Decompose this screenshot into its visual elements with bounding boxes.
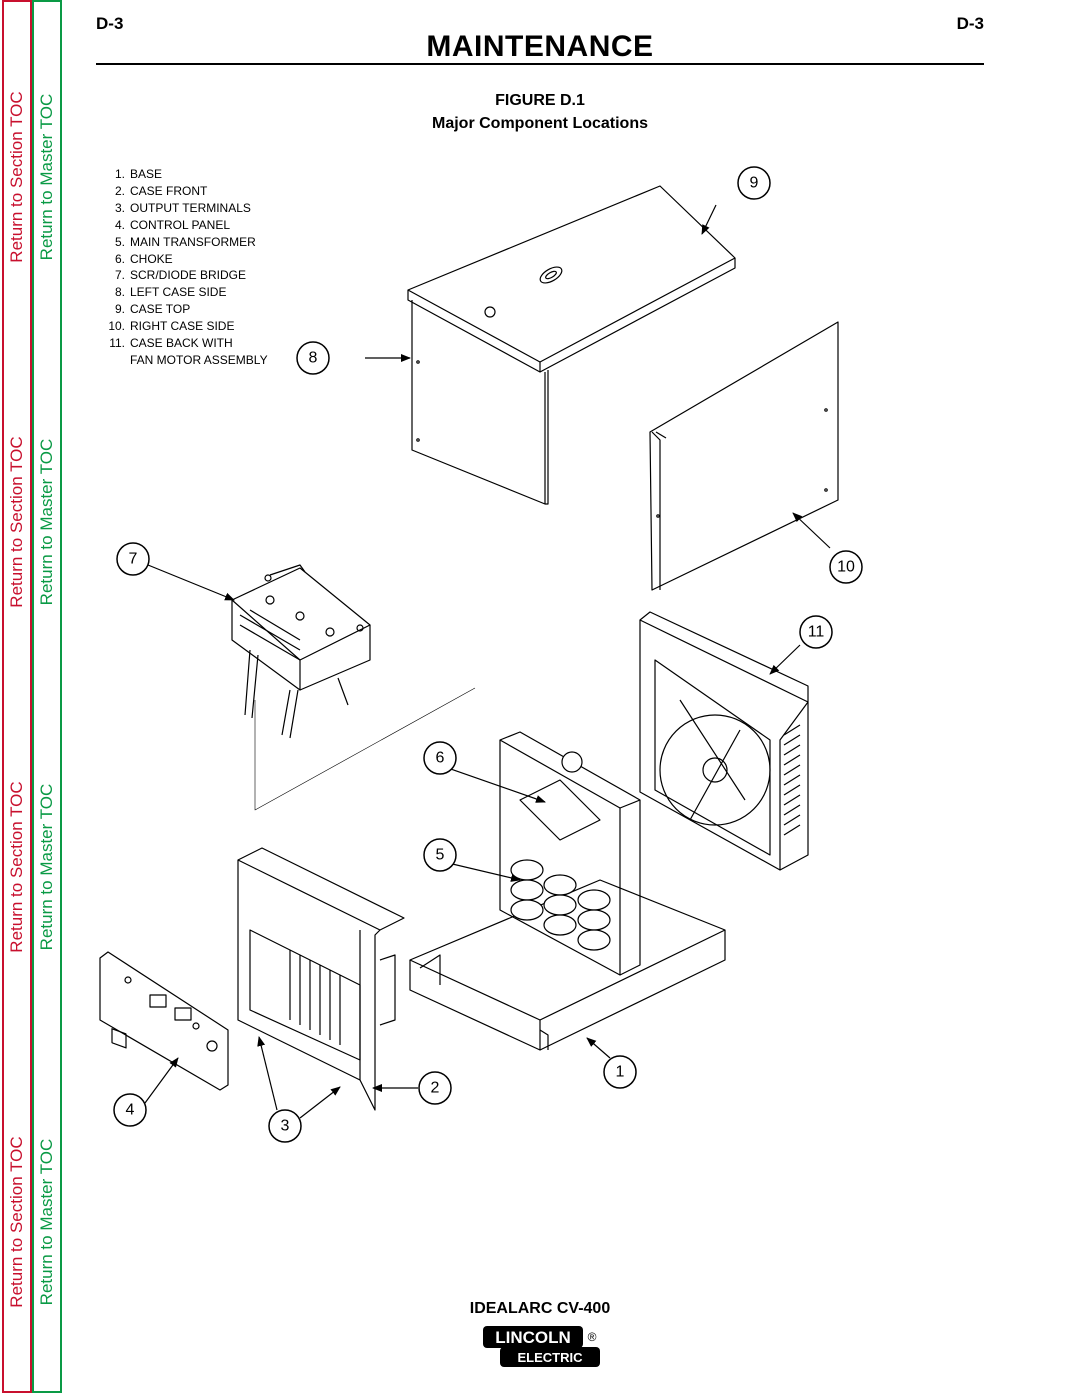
page-title: MAINTENANCE — [426, 30, 654, 63]
case-back-with-fan-assembly — [639, 611, 809, 871]
legend-item: 2. CASE FRONT — [100, 183, 268, 200]
callout-5-circle — [423, 838, 457, 872]
callout-2-circle — [418, 1071, 452, 1105]
legend-label: CASE FRONT — [130, 183, 208, 198]
legend-item: 4. CONTROL PANEL — [100, 217, 268, 234]
legend-number: 4. — [114, 217, 125, 232]
logo-registered-mark: ® — [588, 1330, 597, 1344]
legend-number: 8. — [114, 285, 125, 300]
callout-11-label: 11 — [808, 624, 825, 641]
model-name: IDEALARC CV-400 — [469, 1300, 611, 1317]
legend-item: 6. CHOKE — [100, 251, 268, 268]
legend-number: 1. — [114, 167, 125, 181]
callout-10-circle — [829, 550, 863, 584]
legend-label: CONTROL PANEL — [130, 217, 231, 232]
callout-6-circle — [423, 741, 457, 775]
legend-number: 9. — [114, 302, 125, 317]
logo-electric-text: ELECTRIC — [518, 1350, 584, 1365]
legend-label: OUTPUT TERMINALS — [130, 200, 251, 215]
legend-item: 9. CASE TOP — [100, 301, 268, 318]
legend-item: 1. BASE — [100, 166, 268, 183]
legend-label: SCR/DIODE BRIDGE — [130, 268, 247, 283]
right-case-side — [649, 321, 839, 591]
legend-label: LEFT CASE SIDE — [130, 285, 227, 300]
legend-item: 10. RIGHT CASE SIDE — [100, 318, 268, 335]
callout-2-label: 2 — [431, 1080, 440, 1097]
legend-number: 6. — [114, 251, 125, 266]
legend-label: FAN MOTOR ASSEMBLY — [130, 352, 268, 367]
callout-7-circle — [116, 542, 150, 576]
legend-number: 10. — [108, 319, 125, 334]
page-number-left: D-3 — [96, 14, 124, 33]
callout-9-circle — [737, 166, 771, 200]
title-rule — [96, 63, 984, 65]
legend-label: RIGHT CASE SIDE — [130, 319, 235, 334]
callout-3-circle — [268, 1109, 302, 1143]
callout-8-label: 8 — [309, 350, 318, 367]
legend-item: FAN MOTOR ASSEMBLY — [100, 352, 268, 369]
legend-number: 2. — [114, 183, 125, 198]
legend-item: 5. MAIN TRANSFORMER — [100, 234, 268, 251]
legend-label: MAIN TRANSFORMER — [130, 234, 256, 249]
legend-label: CASE TOP — [130, 302, 191, 317]
legend-label: BASE — [130, 167, 163, 181]
legend-number: 3. — [114, 200, 125, 215]
callout-8-circle — [296, 341, 330, 375]
base — [409, 879, 726, 1051]
callout-5-label: 5 — [436, 847, 445, 864]
callout-1-circle — [603, 1055, 637, 1089]
callout-6-label: 6 — [436, 750, 445, 767]
master-toc-bar: Return to Master TOC Return to Master TO… — [32, 0, 62, 1393]
legend-item: 3. OUTPUT TERMINALS — [100, 200, 268, 217]
section-toc-bar: Return to Section TOC Return to Section … — [2, 0, 32, 1393]
case-top-and-left-side — [407, 185, 736, 505]
callout-markers — [113, 166, 863, 1143]
legend-number: 5. — [114, 234, 125, 249]
callout-4-label: 4 — [126, 1102, 135, 1119]
component-legend: 1. BASE 2. CASE FRONT 3. OUTPUT TERMINALS 4… — [100, 166, 268, 369]
legend-item: 11. CASE BACK WITH — [100, 335, 268, 352]
case-front — [237, 847, 405, 1111]
figure-title: FIGURE D.1 — [495, 92, 585, 109]
control-panel — [99, 951, 229, 1091]
callout-1-label: 1 — [616, 1064, 625, 1081]
legend-item: 8. LEFT CASE SIDE — [100, 284, 268, 301]
callout-10-label: 10 — [837, 559, 855, 576]
figure-subtitle: Major Component Locations — [432, 115, 648, 132]
callout-7-label: 7 — [129, 551, 138, 568]
callout-11-circle — [799, 615, 833, 649]
legend-label: CASE BACK WITH — [130, 336, 233, 351]
lincoln-electric-logo: LINCOLN ® ELECTRIC — [483, 1326, 600, 1367]
callout-9-label: 9 — [750, 175, 759, 192]
main-transformer-and-choke — [499, 731, 641, 976]
logo-lincoln-text: LINCOLN — [495, 1328, 571, 1347]
legend-item: 7. SCR/DIODE BRIDGE — [100, 267, 268, 284]
legend-label: CHOKE — [130, 251, 173, 266]
legend-number: 11. — [109, 336, 125, 351]
scr-diode-bridge — [231, 564, 371, 739]
page-number-right: D-3 — [956, 14, 984, 33]
callout-4-circle — [113, 1093, 147, 1127]
callout-3-label: 3 — [281, 1118, 290, 1135]
legend-number: 7. — [114, 268, 125, 283]
